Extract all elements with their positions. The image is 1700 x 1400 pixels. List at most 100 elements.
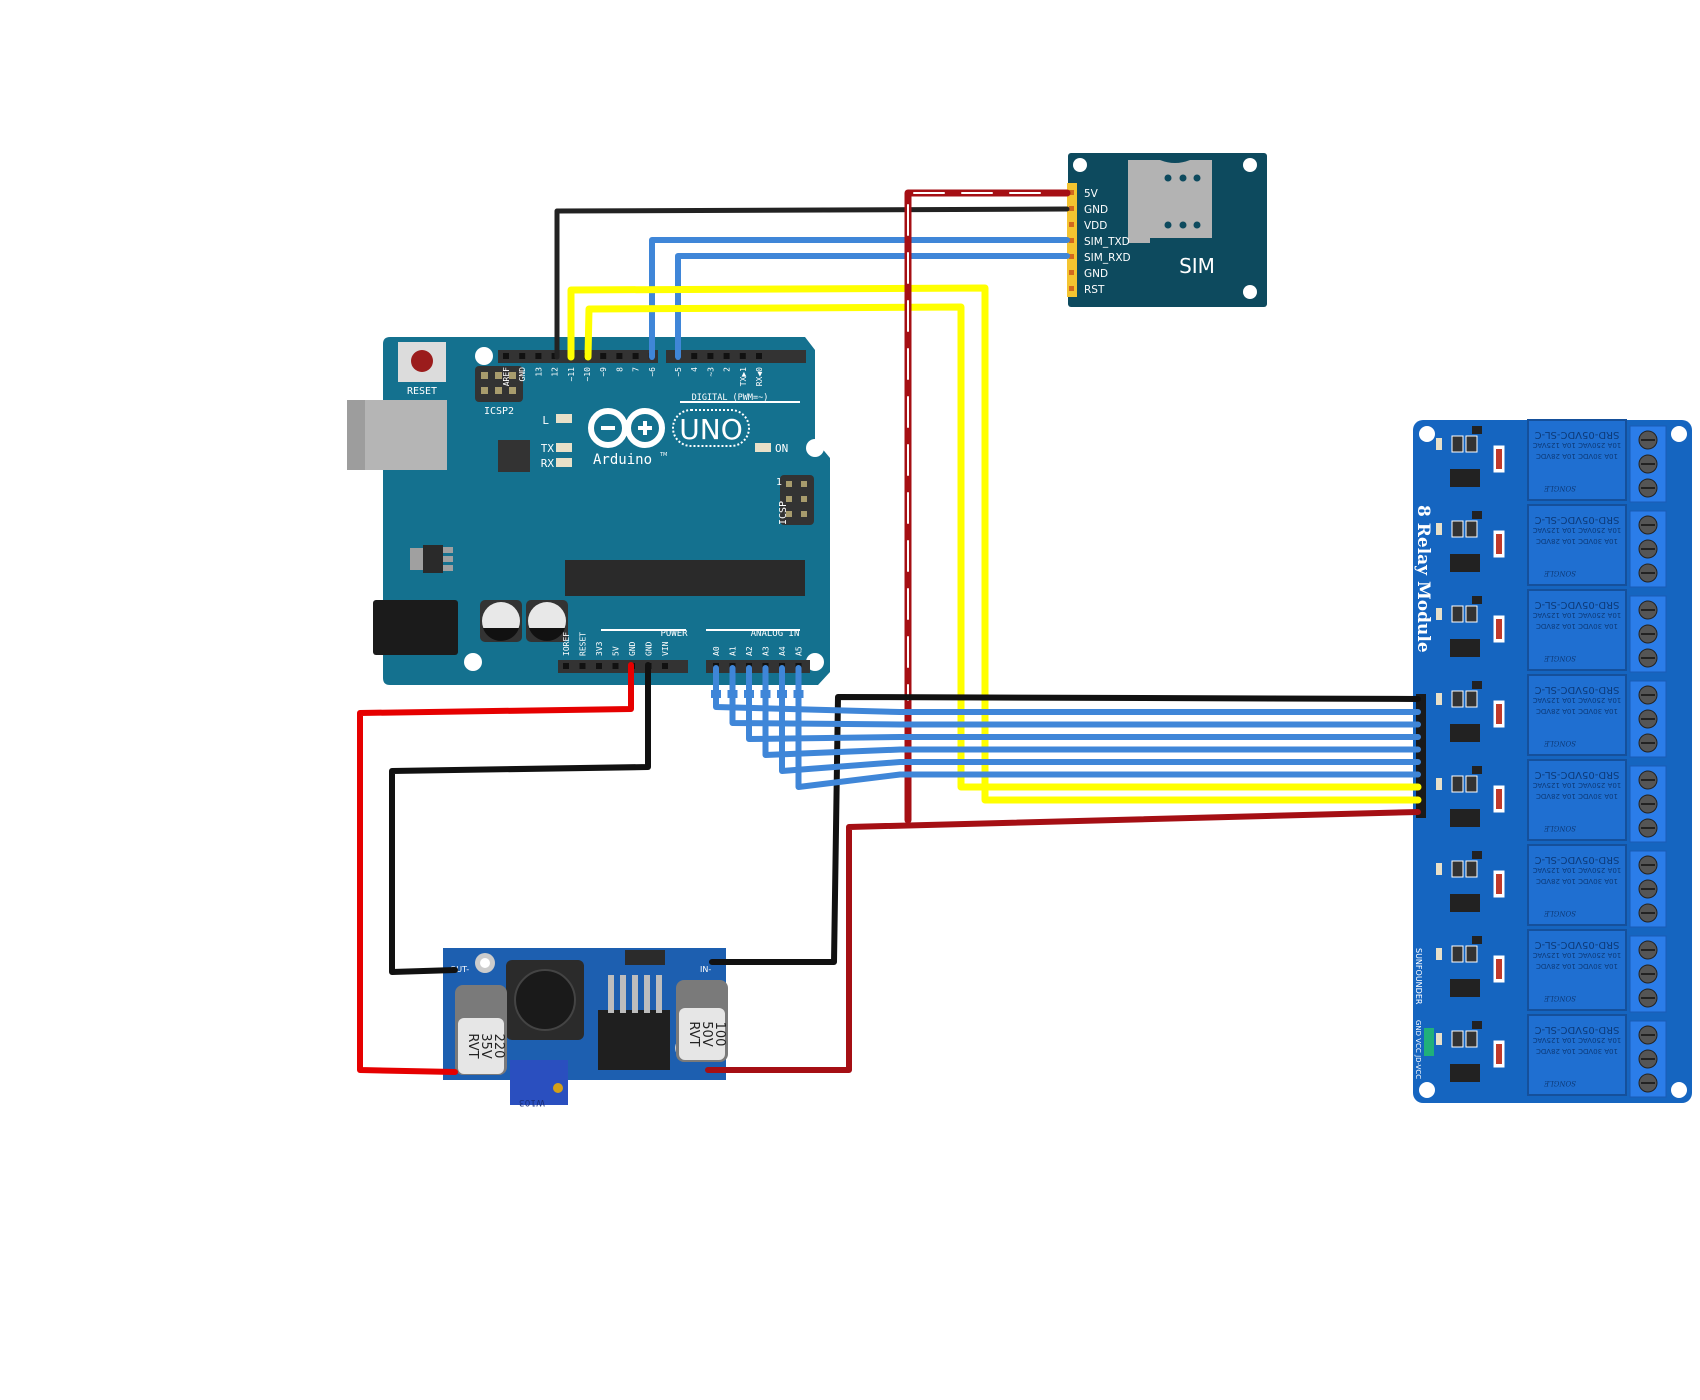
arduino-logo-text: Arduino [593, 452, 652, 468]
sim-pin[interactable] [1069, 238, 1074, 243]
jd-vcc-jumper[interactable] [1424, 1028, 1434, 1056]
sim-pin[interactable] [1069, 190, 1074, 195]
lm2596-chip [598, 1010, 670, 1070]
analog-pin-label: A5 [795, 646, 804, 656]
capacitor-text: 100 [712, 1022, 727, 1047]
digital-pin-label: TX▶1 [739, 367, 748, 386]
relay-input-header [1416, 694, 1426, 818]
optocoupler [1450, 894, 1480, 912]
relay-brand: SUNFOUNDER [1414, 948, 1423, 1005]
power-pin-socket[interactable] [612, 663, 619, 669]
relay-spec-text: 10A 30VDC 10A 28VDC [1536, 537, 1618, 545]
reset-button-cap[interactable] [411, 350, 433, 372]
wire-sim-5v-stripe [907, 192, 1041, 701]
led-l [556, 414, 572, 423]
relay-spec-text: 10A 30VDC 10A 28VDC [1536, 877, 1618, 885]
wire-pin12-in7 [584, 303, 1422, 791]
sim-pin-label: VDD [1084, 220, 1107, 232]
power-pin-socket[interactable] [662, 663, 668, 669]
sim-pin[interactable] [1069, 254, 1074, 259]
relay-spec-text: 10A 250VAC 10A 125VAC [1533, 781, 1622, 789]
wire-sim-gnd [554, 206, 1070, 360]
screw-terminal[interactable] [1629, 680, 1667, 758]
relay-brand: SONGLE [1544, 909, 1576, 917]
input-led [1436, 608, 1442, 620]
relay-spec-text: SRD-05VDC-SL-C [1535, 514, 1620, 525]
input-led [1436, 523, 1442, 535]
digital-pin-socket[interactable] [739, 353, 746, 359]
digital-pin-socket[interactable] [503, 353, 509, 359]
power-pin-socket[interactable] [579, 663, 586, 669]
power-header [558, 660, 688, 673]
regulator-tab [410, 548, 426, 570]
analog-pin-label: A0 [712, 646, 721, 656]
power-pin-socket[interactable] [596, 663, 602, 669]
optocoupler [1450, 809, 1480, 827]
mounting-hole [1419, 1082, 1435, 1098]
screw-terminal[interactable] [1629, 850, 1667, 928]
sim-pin[interactable] [1069, 222, 1074, 227]
digital-pin-socket[interactable] [632, 353, 639, 359]
screw-terminal[interactable] [1629, 765, 1667, 843]
sim-pin[interactable] [1069, 286, 1074, 291]
relay-spec-text: 10A 250VAC 10A 125VAC [1533, 951, 1622, 959]
relay-channels: SRD-05VDC-SL-C 10A 250VAC 10A 125VAC 10A 3… [1436, 419, 1667, 1098]
analog-header [706, 660, 810, 673]
screw-terminal[interactable] [1629, 595, 1667, 673]
input-led [1436, 948, 1442, 960]
wire-gnd-out-minus [389, 662, 651, 975]
screw-terminal[interactable] [1629, 1020, 1667, 1098]
digital-pin-label: ~9 [599, 367, 608, 377]
mounting-hole [806, 653, 824, 671]
input-led [1436, 863, 1442, 875]
power-pin-label: IOREF [562, 632, 571, 656]
digital-pin-socket[interactable] [600, 353, 607, 359]
digital-pin-label: 8 [615, 367, 624, 372]
screw-terminal[interactable] [1629, 425, 1667, 503]
power-pin-socket[interactable] [563, 663, 569, 669]
potentiometer[interactable] [510, 1060, 568, 1105]
digital-pin-socket[interactable] [616, 353, 623, 359]
power-pin-label: 3V3 [595, 641, 604, 656]
capacitor-text: RVT [686, 1021, 701, 1046]
digital-pin-socket[interactable] [723, 353, 730, 359]
mounting-hole [806, 439, 824, 457]
relay-spec-text: SRD-05VDC-SL-C [1535, 684, 1620, 695]
relay-brand: SONGLE [1544, 994, 1576, 1002]
screw-terminal[interactable] [1629, 510, 1667, 588]
digital-pin-label: 2 [723, 367, 732, 372]
atmega-chip [565, 560, 805, 596]
capacitor-text: 35V [478, 1033, 493, 1059]
digital-pin-socket[interactable] [707, 353, 714, 359]
analog-pin-label: A3 [762, 646, 771, 656]
mounting-hole [1243, 285, 1257, 299]
sim-pin[interactable] [1069, 270, 1074, 275]
screw-terminal[interactable] [1629, 935, 1667, 1013]
digital-pin-socket[interactable] [519, 353, 526, 359]
sim-pin-label: SIM_RXD [1084, 252, 1131, 264]
trademark: TM [659, 452, 667, 458]
relay [1527, 504, 1627, 586]
wire-analog-to-relay-in [762, 665, 1421, 758]
digital-pin-label: ~5 [674, 367, 683, 377]
digital-pin-label: 7 [632, 367, 641, 372]
voltage-regulator [423, 545, 443, 573]
capacitor-text: 50V [699, 1021, 714, 1047]
digital-pin-socket[interactable] [691, 353, 698, 359]
sim-pin-label: GND [1084, 268, 1108, 280]
digital-pin-socket[interactable] [756, 353, 762, 359]
relay [1527, 419, 1627, 501]
sim-pin[interactable] [1069, 206, 1074, 211]
uno-logo-text: UNO [679, 413, 742, 446]
digital-pin-socket[interactable] [535, 353, 542, 359]
input-led [1436, 1033, 1442, 1045]
power-pin-label: VIN [661, 641, 670, 656]
power-pin-label: GND [628, 641, 637, 656]
digital-pin-label: ~3 [706, 367, 715, 377]
relay-brand: SONGLE [1544, 484, 1576, 492]
